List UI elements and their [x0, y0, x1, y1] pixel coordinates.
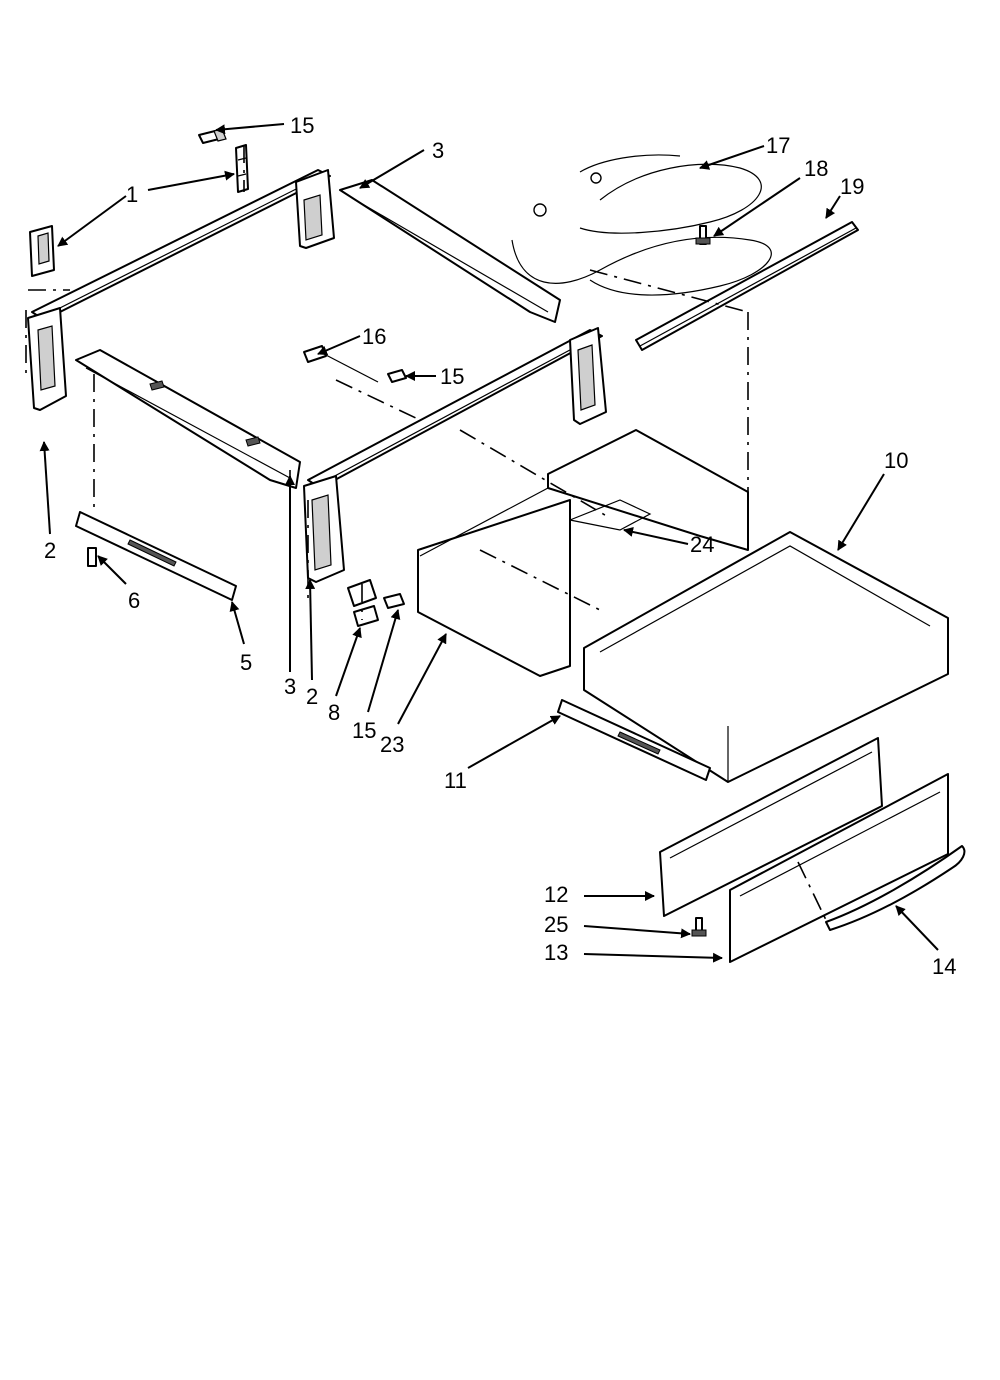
callout-17: 17 — [766, 133, 790, 158]
sensor-part-16 — [303, 345, 379, 383]
callout-6: 6 — [128, 588, 140, 613]
callout-2: 2 — [44, 538, 56, 563]
callout-3: 3 — [432, 138, 444, 163]
screw-part-25 — [691, 917, 707, 937]
callout-1: 1 — [126, 182, 138, 207]
callout-15: 15 — [352, 718, 376, 743]
bracket-part-1-left — [29, 225, 55, 277]
callout-3: 3 — [284, 674, 296, 699]
callout-16: 16 — [362, 324, 386, 349]
screw-part-18 — [695, 225, 711, 245]
handle-part-14 — [825, 845, 966, 931]
callout-24: 24 — [690, 532, 714, 557]
frame-assembly — [27, 169, 607, 583]
callout-labels: 15 1 3 17 18 19 16 15 10 24 2 6 5 3 2 8 … — [44, 113, 956, 979]
panel-part-24 — [547, 429, 749, 551]
callout-15: 15 — [440, 364, 464, 389]
callout-15: 15 — [290, 113, 314, 138]
screw-part-15-middle — [387, 369, 407, 383]
outer-panel-part-13 — [729, 773, 949, 963]
screw-part-6 — [87, 547, 97, 567]
screw-part-15-top — [198, 128, 227, 144]
front-panel-part-12 — [659, 737, 883, 917]
callout-12: 12 — [544, 882, 568, 907]
callout-5: 5 — [240, 650, 252, 675]
callout-2: 2 — [306, 684, 318, 709]
callout-8: 8 — [328, 700, 340, 725]
callout-18: 18 — [804, 156, 828, 181]
rail-part-5 — [75, 511, 237, 601]
clip-part-8 — [347, 579, 379, 627]
callout-14: 14 — [932, 954, 956, 979]
strip-part-19 — [635, 221, 859, 351]
housing-part-23 — [417, 487, 571, 677]
bracket-part-1 — [235, 144, 249, 193]
heating-element-part-17 — [511, 154, 772, 296]
callout-19: 19 — [840, 174, 864, 199]
slide-rail-part-11 — [557, 699, 711, 781]
callout-10: 10 — [884, 448, 908, 473]
callout-25: 25 — [544, 912, 568, 937]
drawer-part-10 — [583, 531, 949, 783]
callout-23: 23 — [380, 732, 404, 757]
leader-lines — [39, 123, 939, 963]
callout-13: 13 — [544, 940, 568, 965]
screw-part-15-lower — [383, 593, 405, 609]
callout-11: 11 — [444, 768, 467, 793]
